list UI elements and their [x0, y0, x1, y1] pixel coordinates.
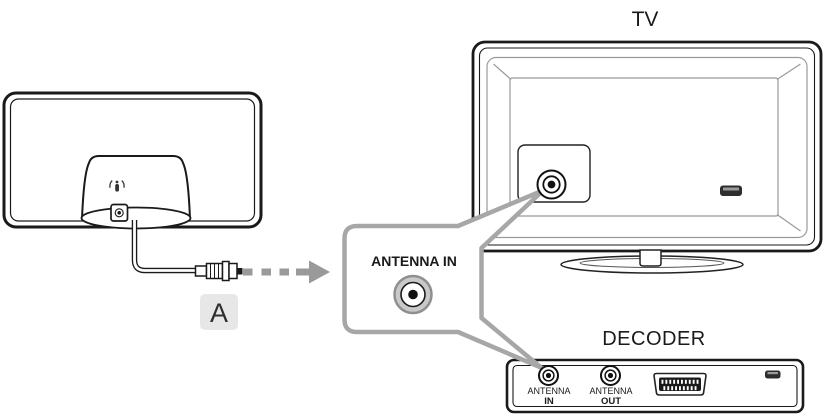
signal-waves-icon [109, 180, 125, 192]
antenna-output-socket [110, 203, 129, 222]
coax-plug-icon [194, 260, 243, 282]
tv-title: TV [632, 8, 659, 31]
decoder-title: DECODER [602, 328, 706, 350]
decoder-device: ANTENNA IN ANTENNA OUT [505, 358, 805, 414]
kensington-slot-icon [720, 185, 742, 196]
cable-marker-label: A [210, 298, 228, 328]
antenna-stand-dome [80, 155, 192, 220]
decoder-inner-line [512, 364, 798, 408]
antenna-cable [131, 220, 196, 274]
tv-device [471, 40, 823, 274]
callout-bubble-shape [342, 188, 546, 370]
decoder-antenna-in-label-line1: ANTENNA [527, 386, 570, 396]
tv-antenna-in-port [536, 169, 567, 200]
tv-inner-line [478, 47, 816, 246]
dashed-arrow-icon [243, 260, 330, 284]
callout-label: ANTENNA IN [371, 253, 457, 269]
decoder-antenna-out-label-line1: ANTENNA [589, 386, 632, 396]
antenna-device [2, 91, 263, 282]
coax-socket-icon [393, 274, 433, 315]
antenna-in-callout: ANTENNA IN [342, 188, 546, 370]
kensington-slot-icon [765, 370, 781, 379]
decoder-antenna-in-label-line2: IN [544, 396, 554, 407]
decoder-antenna-out-port [600, 365, 621, 386]
decoder-antenna-in-port [538, 365, 559, 386]
tv-stand-neck [639, 249, 662, 267]
decoder-antenna-out-label-line2: OUT [601, 396, 621, 407]
scart-connector-icon [653, 372, 707, 396]
cable-marker-badge: A [200, 294, 238, 330]
